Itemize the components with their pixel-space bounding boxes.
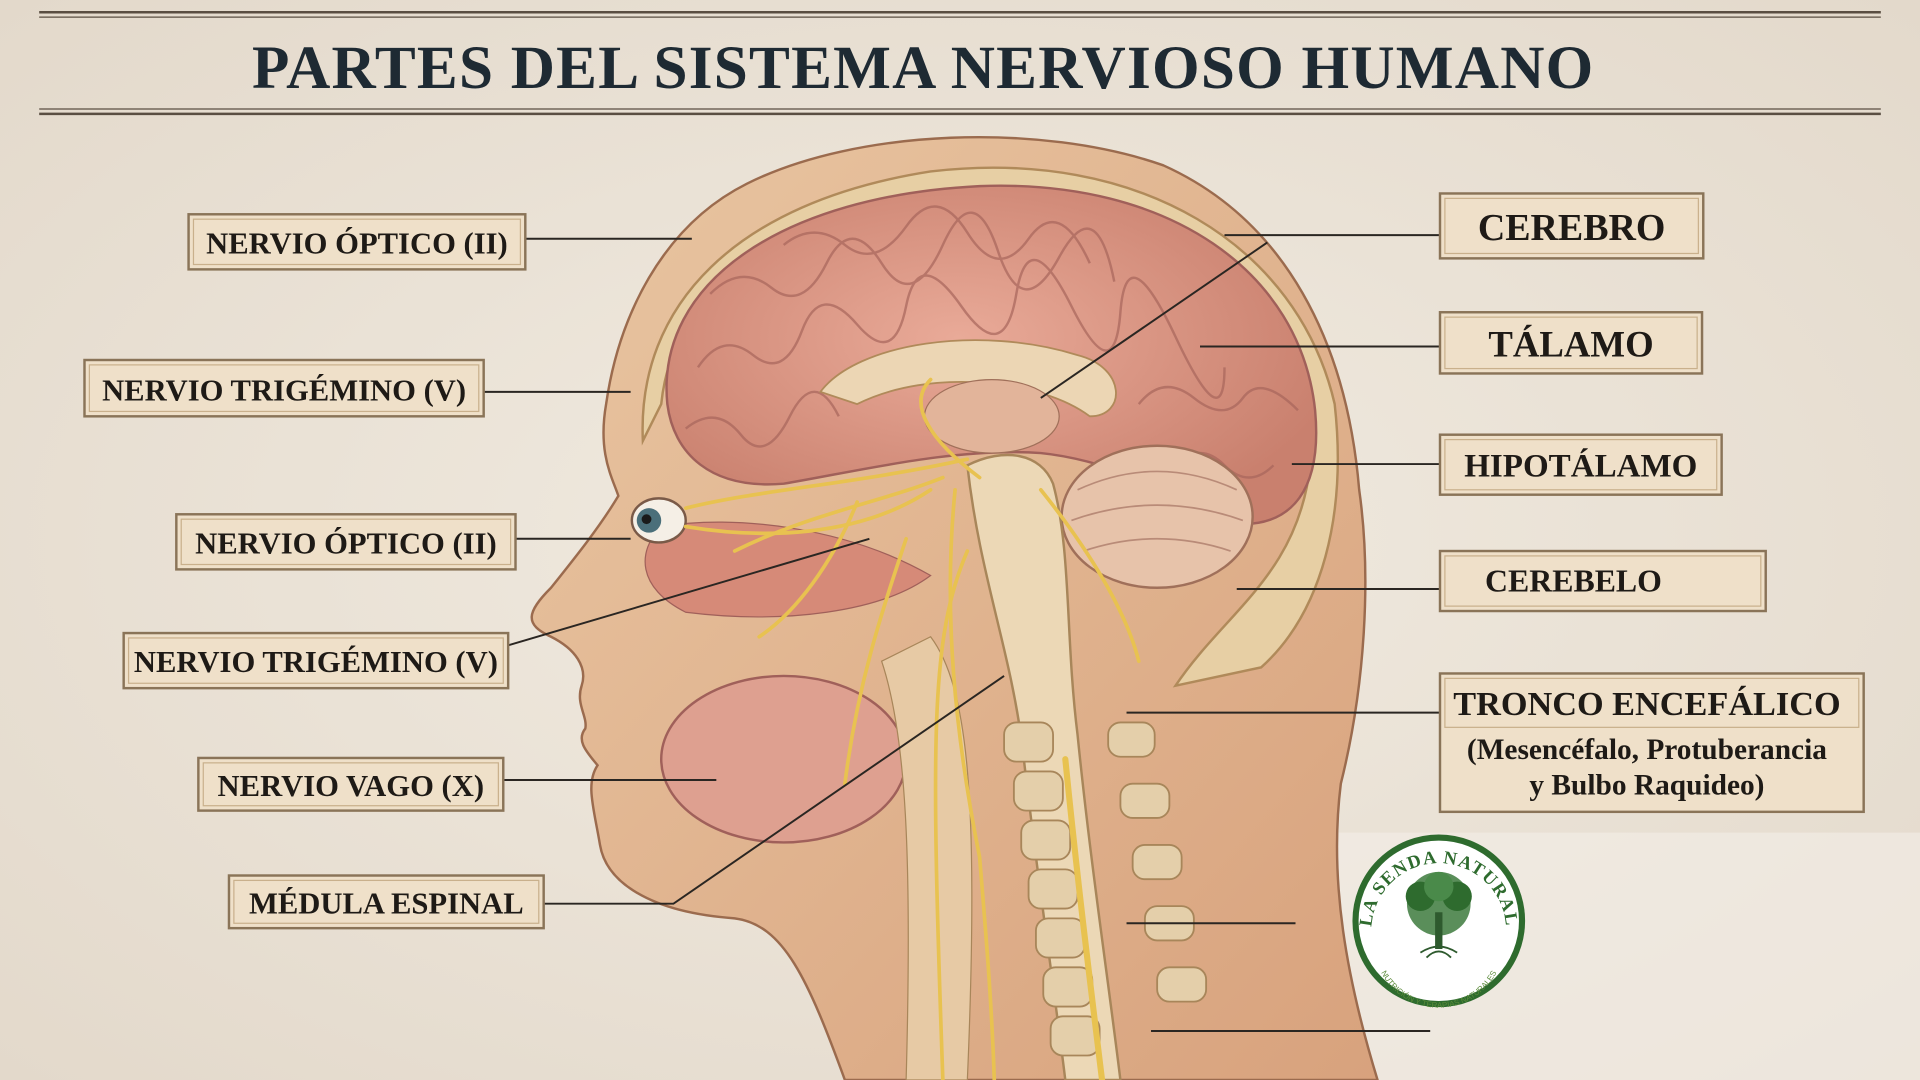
- head-illustration: [530, 135, 1379, 1080]
- label-thalamus: TÁLAMO: [1438, 311, 1704, 375]
- label-optic-nerve-lower: NERVIO ÓPTICO (II): [175, 513, 517, 571]
- tongue: [660, 674, 908, 844]
- label-vagus-nerve: NERVIO VAGO (X): [197, 756, 505, 812]
- label-hypothalamus: HIPOTÁLAMO: [1438, 433, 1723, 496]
- svg-text:y Bulbo Raquideo): y Bulbo Raquideo): [1529, 770, 1764, 802]
- title-banner: PARTES DEL SISTEMA NERVIOSO HUMANO: [39, 11, 1881, 116]
- svg-text:NERVIO ÓPTICO (II): NERVIO ÓPTICO (II): [195, 525, 497, 560]
- svg-text:TÁLAMO: TÁLAMO: [1488, 323, 1653, 364]
- page-title: PARTES DEL SISTEMA NERVIOSO HUMANO: [252, 34, 1594, 102]
- thalamus: [923, 378, 1060, 454]
- svg-text:CEREBELO: CEREBELO: [1485, 563, 1662, 598]
- tree-icon: [1405, 871, 1472, 959]
- svg-text:CEREBRO: CEREBRO: [1478, 207, 1666, 249]
- label-trigeminal-nerve-lower: NERVIO TRIGÉMINO (V): [122, 631, 510, 690]
- label-cerebrum: CEREBRO: [1438, 192, 1705, 260]
- nerves: [683, 377, 1141, 1080]
- svg-text:(Mesencéfalo, Protuberancia: (Mesencéfalo, Protuberancia: [1467, 734, 1827, 766]
- cerebellum-folia: [1071, 470, 1244, 552]
- label-brainstem: TRONCO ENCEFÁLICO (Mesencéfalo, Protuber…: [1438, 672, 1865, 814]
- corpus-callosum: [818, 339, 1117, 418]
- svg-text:TRONCO ENCEFÁLICO: TRONCO ENCEFÁLICO: [1453, 685, 1840, 723]
- svg-text:HIPOTÁLAMO: HIPOTÁLAMO: [1464, 447, 1697, 484]
- brain-gyri: [684, 205, 1299, 479]
- label-cerebellum: CEREBELO: [1438, 549, 1767, 613]
- label-optic-nerve-upper: NERVIO ÓPTICO (II): [187, 213, 527, 271]
- svg-text:MÉDULA ESPINAL: MÉDULA ESPINAL: [249, 885, 524, 920]
- nasal-cavity: [644, 521, 932, 618]
- cerebellum: [1060, 444, 1254, 589]
- la-senda-natural-logo: LA SENDA NATURAL NUTRICIÓN Y TERAPIAS NA…: [1352, 834, 1526, 1010]
- svg-text:NERVIO TRIGÉMINO (V): NERVIO TRIGÉMINO (V): [134, 644, 498, 679]
- vertebrae: [1003, 721, 1208, 1057]
- eye: [630, 497, 687, 544]
- svg-text:NERVIO TRIGÉMINO (V): NERVIO TRIGÉMINO (V): [102, 372, 466, 407]
- leader-lines: [483, 234, 1440, 1032]
- label-spinal-cord: MÉDULA ESPINAL: [227, 874, 545, 930]
- label-trigeminal-nerve-upper: NERVIO TRIGÉMINO (V): [83, 358, 485, 418]
- svg-text:NERVIO ÓPTICO (II): NERVIO ÓPTICO (II): [206, 225, 508, 260]
- svg-text:NERVIO VAGO (X): NERVIO VAGO (X): [218, 769, 485, 803]
